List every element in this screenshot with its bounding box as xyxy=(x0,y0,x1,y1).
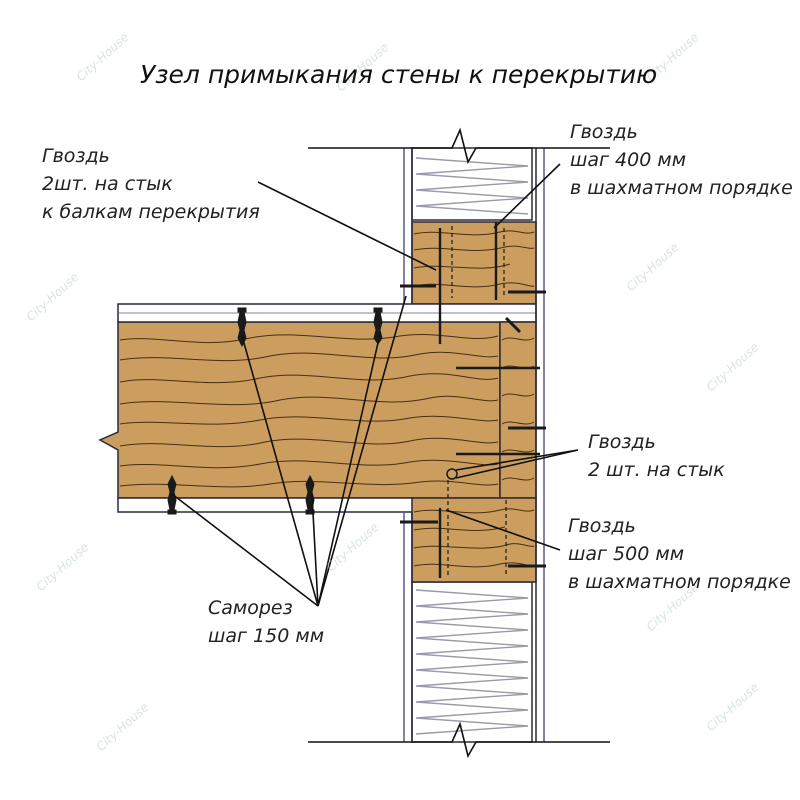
leader-nail-top-right xyxy=(493,163,561,229)
leader-screw-5 xyxy=(317,295,407,607)
leader-lines xyxy=(171,163,579,607)
break-lines xyxy=(308,127,610,759)
lower-wall-insulation xyxy=(411,581,533,743)
label-screw: Саморез шаг 150 мм xyxy=(208,597,325,647)
label-nail-bottom-right: Гвоздь шаг 500 мм в шахматном порядке xyxy=(568,515,791,593)
upper-wall-insulation xyxy=(411,147,533,221)
label-nail-top-left: Гвоздь 2шт. на стык к балкам перекрытия xyxy=(42,145,260,223)
leader-screw-3 xyxy=(311,493,319,607)
subfloor-top xyxy=(117,303,537,323)
leader-screw-4 xyxy=(171,493,319,607)
screw-bottom-1 xyxy=(167,474,177,515)
leader-screw-2 xyxy=(317,333,381,607)
ceiling-board xyxy=(117,497,415,513)
leader-nail-mid-right-1 xyxy=(455,449,579,471)
rim-joist xyxy=(499,321,537,499)
leader-screw-1 xyxy=(241,335,319,607)
wall-sheathing xyxy=(403,148,545,742)
leader-nail-bottom-right xyxy=(445,509,561,551)
floor-joist xyxy=(98,321,501,499)
page-title: Узел примыкания стены к перекрытию xyxy=(140,60,658,89)
label-nail-top-right: Гвоздь шаг 400 мм в шахматном порядке xyxy=(570,121,793,199)
lower-wall-plate xyxy=(411,497,537,583)
screw-top-1 xyxy=(237,307,247,348)
leader-nail-mid-right-2 xyxy=(455,449,579,479)
label-nail-mid-right: Гвоздь 2 шт. на стык xyxy=(588,431,725,481)
leader-nail-top-left xyxy=(257,181,437,271)
